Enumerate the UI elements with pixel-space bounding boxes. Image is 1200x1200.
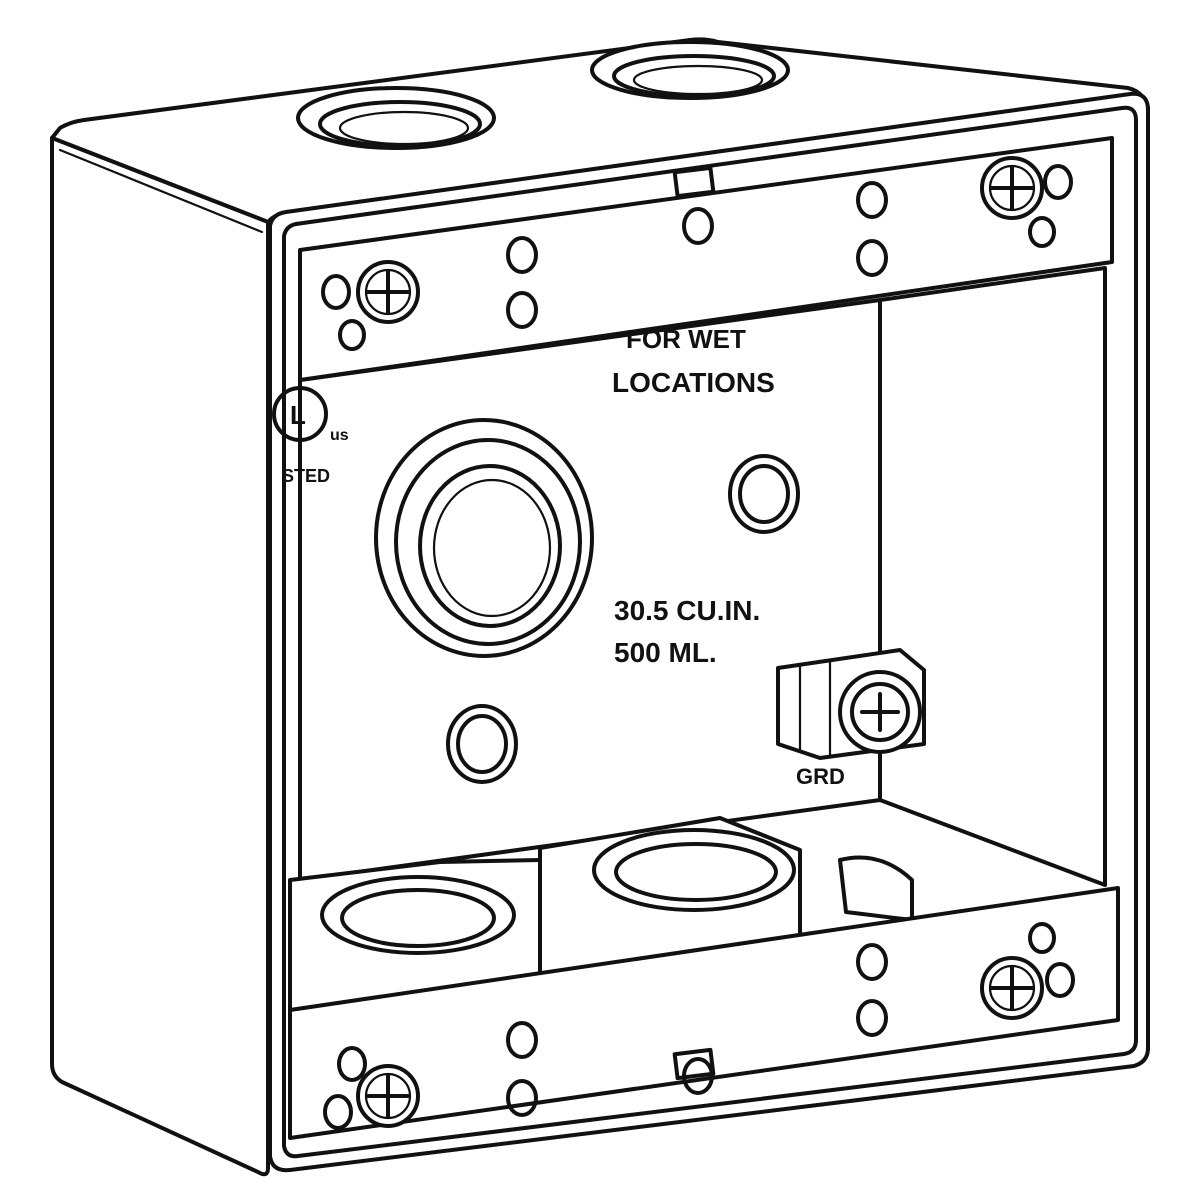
box-front-rim <box>282 105 1138 1159</box>
ear-hole <box>1028 922 1056 954</box>
ear-hole <box>856 239 888 277</box>
ear-hole <box>323 1094 353 1130</box>
bottom-hub-left <box>288 858 542 1012</box>
cert-mark-letter: L <box>290 400 306 430</box>
wet-location-label-line2: LOCATIONS <box>612 367 775 398</box>
ear-hole <box>338 319 366 351</box>
left-face-edge <box>58 148 264 234</box>
ear-hole <box>506 1021 538 1059</box>
bottom-mounting-ear <box>288 886 1120 1140</box>
cert-us-label: us <box>330 427 349 444</box>
ear-hole <box>1028 216 1056 248</box>
screw-icon <box>356 260 420 324</box>
ear-hole <box>321 274 351 310</box>
ear-hole <box>682 207 714 245</box>
ear-hole <box>856 943 888 981</box>
screw-icon <box>980 156 1044 220</box>
top-hub-right <box>590 40 790 100</box>
top-hub-left <box>296 86 496 150</box>
back-knockout-small <box>728 454 800 534</box>
ear-hole <box>337 1046 367 1082</box>
ear-hole <box>506 236 538 274</box>
ear-hole <box>856 999 888 1037</box>
ear-hole <box>856 181 888 219</box>
ear-hole <box>682 1057 714 1095</box>
box-left-face <box>50 136 270 1177</box>
ground-screw-assembly <box>776 648 926 760</box>
ear-hole <box>1045 962 1075 998</box>
screw-icon <box>980 956 1044 1020</box>
cert-listed-label: STED <box>282 466 330 486</box>
volume-label-line2: 500 ML. <box>614 637 717 668</box>
back-hub-large <box>374 418 594 658</box>
interior-right-wall <box>878 266 1107 887</box>
ear-hole <box>506 1079 538 1117</box>
volume-label-line1: 30.5 CU.IN. <box>614 595 760 626</box>
certification-mark: L us STED <box>272 386 349 486</box>
wet-location-label-line1: FOR WET <box>626 324 746 354</box>
screw-icon <box>356 1064 420 1128</box>
ear-hole <box>506 291 538 329</box>
ear-hole <box>1043 164 1073 200</box>
top-mounting-ear <box>298 136 1114 382</box>
back-knockout-small <box>446 704 518 784</box>
ground-label: GRD <box>796 764 845 789</box>
